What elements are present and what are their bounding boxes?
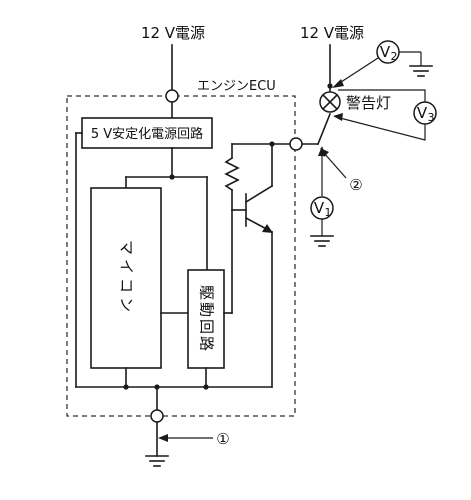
voltmeter-v3-sub: 3 (428, 111, 435, 124)
marker-2: ② (349, 176, 362, 194)
warning-lamp-label: 警告灯 (346, 94, 391, 112)
junction-gnd-driver (203, 384, 209, 390)
terminal-ecu-power (165, 89, 179, 103)
marker-1-arrowhead (158, 434, 168, 442)
microcomputer-label: マイコン (118, 240, 136, 316)
regulator-label: 5 V安定化電源回路 (91, 126, 203, 142)
ground-symbol-v2 (409, 65, 433, 77)
terminal-lamp-output (289, 137, 303, 151)
junction-gnd-micro (123, 384, 129, 390)
lamp-junction-top (327, 83, 333, 89)
driver-label: 駆動回路 (198, 285, 216, 353)
voltmeter-v1-label: V (314, 199, 325, 217)
supply-label-left: 12 V電源 (141, 24, 205, 42)
wire-v2-arrowhead (332, 79, 344, 88)
transistor-collector (244, 184, 274, 204)
voltmeter-v2-label: V (380, 43, 391, 61)
terminal-ecu-ground (150, 409, 164, 423)
ground-symbol-v1 (310, 235, 334, 247)
marker-2-arrowhead (320, 148, 329, 157)
marker-1: ① (216, 430, 229, 448)
wire-v2-lamp (337, 57, 379, 85)
warning-lamp-x2 (321, 93, 339, 111)
ecu-boundary (66, 95, 296, 417)
voltmeter-v2-sub: 2 (391, 50, 398, 63)
transistor-emitter-arrow (262, 224, 273, 233)
regulator-box (81, 117, 213, 149)
wire-lamp-low (316, 112, 332, 146)
supply-label-right: 12 V電源 (300, 24, 364, 42)
junction-5v (169, 174, 175, 180)
wire-v3-arrowhead (333, 113, 343, 121)
wire-v3-bottom (339, 117, 426, 141)
wire-v3-top (338, 89, 426, 102)
voltmeter-v1-sub: 1 (325, 206, 332, 219)
junction-collector (269, 141, 275, 147)
ecu-title: エンジンECU (197, 79, 276, 94)
marker-2-arrow-line (323, 152, 347, 179)
ground-symbol-ecu (145, 455, 169, 467)
pullup-resistor (224, 156, 240, 192)
voltmeter-v3-label: V (417, 104, 428, 122)
